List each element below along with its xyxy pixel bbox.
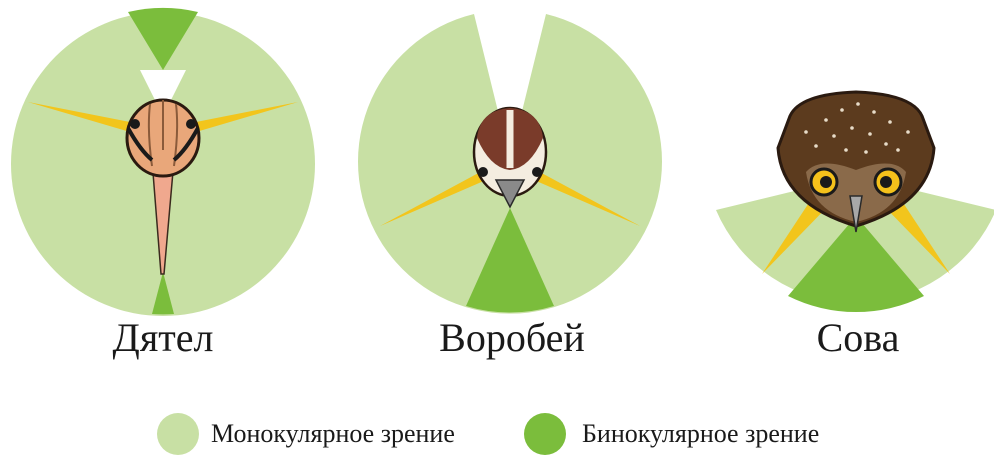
legend-monocular-swatch bbox=[157, 413, 199, 455]
legend-monocular-label: Монокулярное зрение bbox=[211, 419, 455, 448]
woodpecker-diagram bbox=[11, 7, 315, 316]
owl-pupil-left bbox=[820, 176, 832, 188]
owl-binocular-field bbox=[788, 216, 924, 313]
owl-diagram bbox=[716, 90, 994, 313]
owl-beak bbox=[849, 195, 863, 233]
sparrow-eye-right bbox=[532, 167, 542, 177]
woodpecker-eye-right bbox=[186, 119, 196, 129]
woodpecker-sight-line-left bbox=[28, 102, 130, 132]
woodpecker-eye-left bbox=[130, 119, 140, 129]
woodpecker-binocular-field-front bbox=[152, 272, 174, 315]
woodpecker-binocular-field-rear bbox=[128, 7, 198, 70]
woodpecker-sight-line-right bbox=[196, 102, 298, 132]
legend-binocular-swatch bbox=[524, 413, 566, 455]
woodpecker-mask bbox=[126, 127, 200, 162]
sparrow-diagram bbox=[358, 14, 662, 314]
legend-binocular-label: Бинокулярное зрение bbox=[582, 419, 820, 448]
woodpecker-blind-zone bbox=[140, 70, 186, 116]
sparrow-sight-line-right bbox=[534, 170, 640, 226]
sparrow-eye-left bbox=[478, 167, 488, 177]
owl-pupil-right bbox=[880, 176, 892, 188]
sparrow-label: Воробей bbox=[439, 315, 585, 360]
owl-label: Сова bbox=[816, 315, 900, 360]
owl-plumage-specks bbox=[804, 102, 910, 154]
woodpecker-label: Дятел bbox=[112, 315, 214, 360]
sparrow-beak bbox=[494, 179, 526, 209]
sparrow-sight-line-left bbox=[380, 170, 486, 226]
sparrow-binocular-field bbox=[466, 208, 554, 313]
